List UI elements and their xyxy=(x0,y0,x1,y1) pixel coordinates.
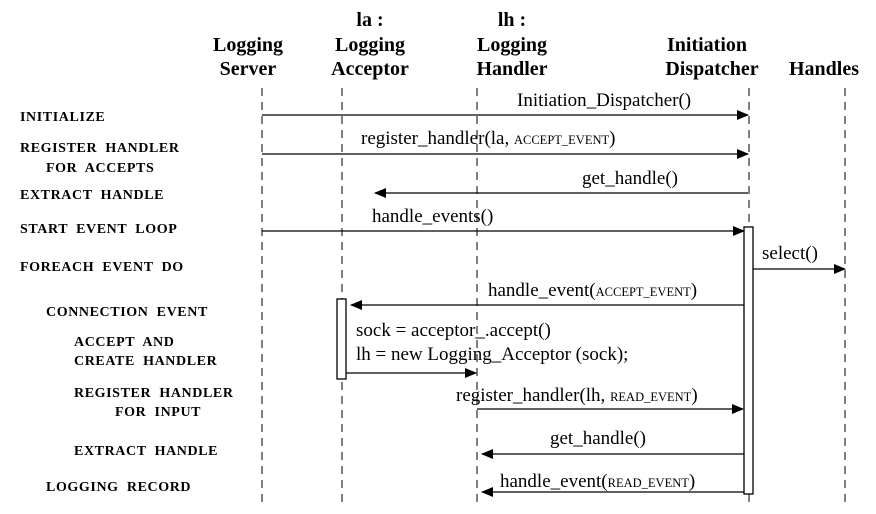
participant-name-line: Logging xyxy=(477,34,547,56)
activation-bar-acceptor xyxy=(336,298,347,380)
participant-name-line: Handles xyxy=(789,58,859,80)
note-create-handler: lh = new Logging_Acceptor (sock); xyxy=(356,344,628,365)
participant-logging-acceptor: la : Logging Acceptor xyxy=(331,9,409,80)
participant-name-line: Acceptor xyxy=(331,58,409,80)
participant-instance-label: la : xyxy=(356,9,383,31)
step-label-register-input: REGISTER HANDLER xyxy=(74,386,234,401)
message-label-select: select() xyxy=(762,243,818,264)
step-label-connection-event: CONNECTION EVENT xyxy=(46,305,208,320)
step-label-register-accepts: FOR ACCEPTS xyxy=(46,161,154,176)
participant-name-line: Logging xyxy=(213,34,283,56)
step-label-extract-handle: EXTRACT HANDLE xyxy=(20,188,164,203)
step-label-accept-create: ACCEPT AND xyxy=(74,335,174,350)
step-label-register-input: FOR INPUT xyxy=(115,405,201,420)
participant-instance-label: lh : xyxy=(498,9,526,31)
step-label-foreach-event: FOREACH EVENT DO xyxy=(20,260,184,275)
participant-name-line: Logging xyxy=(335,34,405,56)
message-label-handle-event-read: handle_event(READ_EVENT) xyxy=(500,471,695,492)
participant-logging-handler: lh : Logging Handler xyxy=(476,9,547,80)
note-accept-call: sock = acceptor_.accept() xyxy=(356,320,551,341)
message-label-get-handle-2: get_handle() xyxy=(550,428,646,449)
participant-initiation-dispatcher: Initiation Dispatcher xyxy=(665,34,758,80)
message-label-register-accept: register_handler(la, ACCEPT_EVENT) xyxy=(361,128,615,149)
participant-name-line: Initiation xyxy=(667,34,747,56)
step-label-register-accepts: REGISTER HANDLER xyxy=(20,141,180,156)
participant-logging-server: Logging Server xyxy=(213,34,283,80)
step-label-initialize: INITIALIZE xyxy=(20,110,105,125)
participant-name-line: Dispatcher xyxy=(665,58,758,80)
step-label-logging-record: LOGGING RECORD xyxy=(46,480,191,495)
message-label-register-read: register_handler(lh, READ_EVENT) xyxy=(456,385,698,406)
participant-handles: Handles xyxy=(789,58,859,80)
step-label-start-event-loop: START EVENT LOOP xyxy=(20,222,177,237)
activation-bar-dispatcher xyxy=(743,226,754,495)
step-label-extract-handle: EXTRACT HANDLE xyxy=(74,444,218,459)
participant-name-line: Server xyxy=(220,58,277,80)
participant-name-line: Handler xyxy=(476,58,547,80)
message-label-init-dispatcher: Initiation_Dispatcher() xyxy=(517,90,691,111)
step-label-accept-create: CREATE HANDLER xyxy=(74,354,218,369)
message-label-handle-event-accept: handle_event(ACCEPT_EVENT) xyxy=(488,280,697,301)
message-label-get-handle-1: get_handle() xyxy=(582,168,678,189)
message-label-handle-events: handle_events() xyxy=(372,206,493,227)
